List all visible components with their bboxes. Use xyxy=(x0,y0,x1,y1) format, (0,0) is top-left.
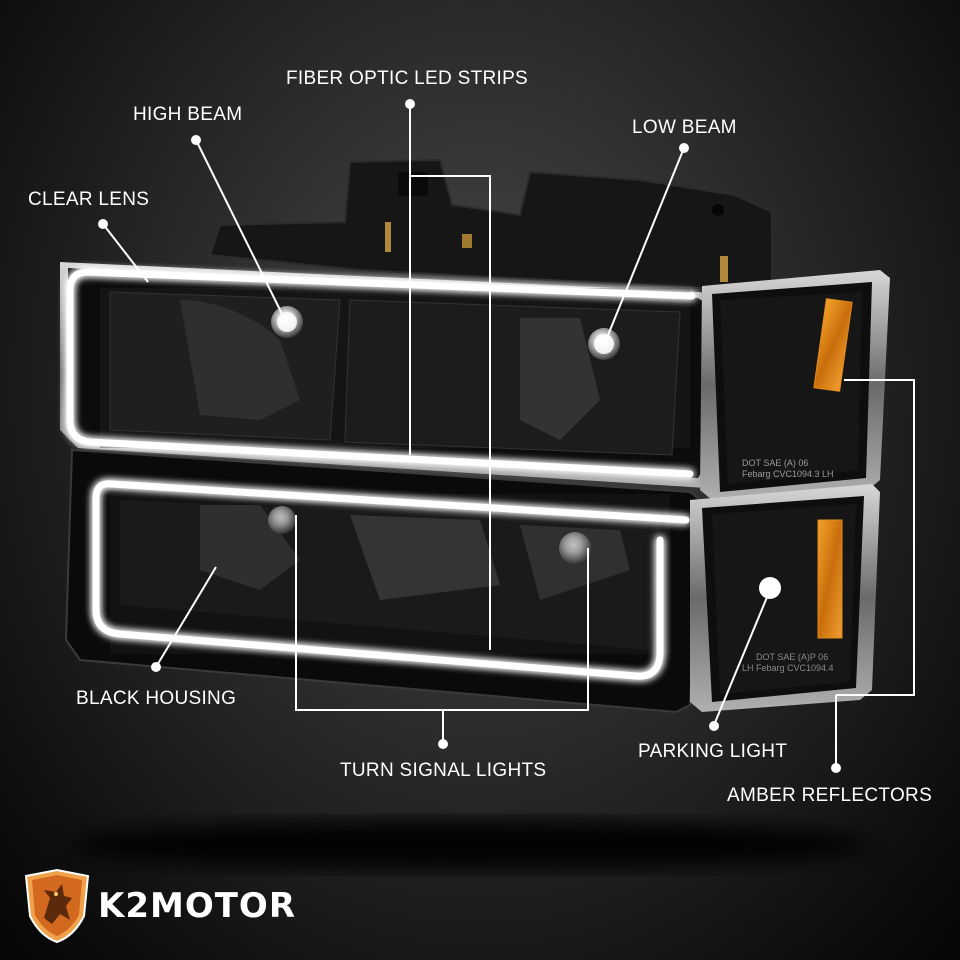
fiber-optic-label: FIBER OPTIC LED STRIPS xyxy=(286,68,529,89)
clear-lens-dot-icon xyxy=(98,219,108,229)
amber-reflectors-label: AMBER REFLECTORS xyxy=(727,785,933,806)
high-beam-dot-icon xyxy=(191,135,201,145)
lower-amber-reflector xyxy=(817,519,843,639)
fiber-optic-dot-icon xyxy=(405,99,415,109)
upper-lens-marking: DOT SAE (A) 06 Febarg CVC1094.3 LH xyxy=(742,458,834,479)
high-beam-label: HIGH BEAM xyxy=(133,104,243,125)
low-beam-dot-icon xyxy=(679,143,689,153)
brand-logo: K2MOTOR xyxy=(22,868,322,944)
clear-lens-label: CLEAR LENS xyxy=(28,189,150,210)
floor-shadow xyxy=(70,819,870,871)
parking-light-dot-icon xyxy=(709,721,719,731)
turn-signal-label: TURN SIGNAL LIGHTS xyxy=(340,760,547,781)
upper-headlight xyxy=(60,262,720,488)
gryphon-shield-icon xyxy=(24,868,90,944)
callout-lines xyxy=(102,105,915,768)
black-housing-label: BLACK HOUSING xyxy=(76,688,237,709)
lower-lens-marking: DOT SAE (A)P 06 LH Febarg CVC1094.4 xyxy=(742,652,834,673)
brand-name: K2MOTOR xyxy=(98,886,297,926)
amber-reflectors-dot-icon xyxy=(831,763,841,773)
upper-amber-reflector xyxy=(813,298,853,392)
lower-led-strip xyxy=(92,480,690,680)
lower-headlight xyxy=(64,448,702,714)
black-housing-dot-icon xyxy=(151,662,161,672)
parking-light-label: PARKING LIGHT xyxy=(638,741,788,762)
upper-led-strip xyxy=(66,268,696,478)
lower-corner-light xyxy=(690,484,880,712)
turn-signal-dot-icon xyxy=(438,739,448,749)
callout-dots xyxy=(98,99,841,773)
upper-corner-light xyxy=(700,270,890,500)
low-beam-label: LOW BEAM xyxy=(632,117,737,138)
